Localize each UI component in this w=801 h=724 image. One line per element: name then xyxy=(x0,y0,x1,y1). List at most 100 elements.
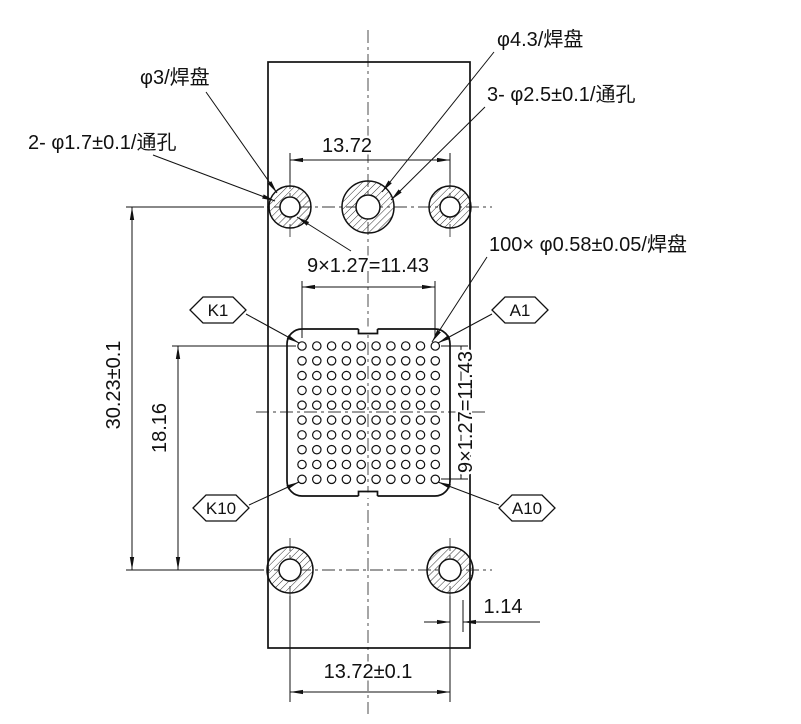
callout-a1: A1 xyxy=(437,296,549,344)
pin-pad xyxy=(326,400,337,410)
pin-pad xyxy=(371,415,381,425)
pin-pad xyxy=(326,415,337,425)
callout-k10-text: K10 xyxy=(206,499,236,518)
pin-pad xyxy=(341,474,352,485)
pin-pad xyxy=(341,370,352,381)
pin-pad xyxy=(371,444,381,455)
pin-pad xyxy=(430,385,441,396)
pin-pad xyxy=(400,355,411,366)
pin-pad xyxy=(341,385,352,396)
pin-pad xyxy=(430,444,441,455)
pin-pad xyxy=(311,444,322,455)
pin-grid xyxy=(297,341,441,485)
body-outline xyxy=(267,61,471,649)
hole-bottom-right xyxy=(426,546,474,594)
pin-pad xyxy=(386,355,396,366)
dim-inner-height: 18.16 xyxy=(147,345,296,570)
pin-pad xyxy=(311,415,322,425)
label-pad-phi43: φ4.3/焊盘 xyxy=(381,26,586,193)
pin-pad xyxy=(371,370,381,381)
dimensions: 13.72 9×1.27=11.43 30.23±0.1 18.16 9×1.2… xyxy=(101,133,540,702)
dim-overall-height: 30.23±0.1 xyxy=(101,206,264,571)
pin-pad xyxy=(356,459,366,470)
pin-pad xyxy=(415,474,426,485)
label-pad-phi3-text: φ3/焊盘 xyxy=(140,66,210,89)
pin-pad xyxy=(311,400,322,410)
pin-pad xyxy=(371,474,381,485)
pin-pad xyxy=(356,400,366,410)
pin-pad xyxy=(386,415,396,425)
pin-pad xyxy=(415,355,426,366)
pin-pad xyxy=(400,474,411,485)
pin-pad xyxy=(430,474,441,485)
label-hole-phi17-text: 2- φ1.7±0.1/通孔 xyxy=(28,131,176,154)
pin-pad xyxy=(341,415,352,425)
pin-pad xyxy=(371,385,381,396)
pin-field-outline xyxy=(286,326,451,498)
pin-pad xyxy=(400,400,411,410)
pin-pad xyxy=(356,355,366,366)
dim-grid-horizontal-text: 9×1.27=11.43 xyxy=(307,255,429,277)
pin-pad xyxy=(400,444,411,455)
dim-bottom-width: 13.72±0.1 xyxy=(289,596,451,702)
pin-pad xyxy=(297,370,307,381)
dim-grid-vertical: 9×1.27=11.43 xyxy=(441,345,480,480)
pin-pad xyxy=(356,341,366,351)
pin-pad xyxy=(341,444,352,455)
pin-pad xyxy=(326,459,337,470)
pin-pad xyxy=(386,400,396,410)
callout-k10: K10 xyxy=(192,481,300,522)
pin-pad xyxy=(430,415,441,425)
pin-pad xyxy=(297,385,307,396)
pin-pad xyxy=(415,430,426,440)
pin-pad xyxy=(326,474,337,485)
hole-top-right xyxy=(428,185,472,229)
pin-pad xyxy=(386,459,396,470)
pin-pad xyxy=(415,459,426,470)
label-pad-phi058: 100× φ0.58±0.05/焊盘 xyxy=(431,231,689,343)
pin-pad xyxy=(386,430,396,440)
pin-pad xyxy=(356,474,366,485)
pin-pad xyxy=(430,430,441,440)
pin-pad xyxy=(356,370,366,381)
pin-pad xyxy=(415,370,426,381)
dim-grid-horizontal: 9×1.27=11.43 xyxy=(301,253,436,338)
dim-top-width-text: 13.72 xyxy=(322,135,372,157)
dim-grid-vertical-text: 9×1.27=11.43 xyxy=(455,351,477,473)
pin-pad xyxy=(386,474,396,485)
pin-pad xyxy=(400,415,411,425)
pin-pad xyxy=(297,459,307,470)
pin-pad xyxy=(371,355,381,366)
label-pad-phi43-text: φ4.3/焊盘 xyxy=(497,28,583,51)
pin-pad xyxy=(297,474,307,485)
callout-k1-text: K1 xyxy=(208,301,229,320)
pin-pad xyxy=(356,385,366,396)
pin-pad xyxy=(415,444,426,455)
pin-pad xyxy=(415,341,426,351)
pin-pad xyxy=(326,385,337,396)
pin-pad xyxy=(326,341,337,351)
pin-pad xyxy=(415,415,426,425)
pin-pad xyxy=(415,400,426,410)
pin-pad xyxy=(400,385,411,396)
label-hole-phi17: 2- φ1.7±0.1/通孔 xyxy=(26,129,352,252)
pin-pad xyxy=(341,341,352,351)
callout-a10-text: A10 xyxy=(512,499,542,518)
label-hole-phi25-text: 3- φ2.5±0.1/通孔 xyxy=(487,83,635,106)
pin-pad xyxy=(297,415,307,425)
pin-pad xyxy=(311,385,322,396)
pin-pad xyxy=(326,444,337,455)
pin-pad xyxy=(326,355,337,366)
callout-a1-text: A1 xyxy=(510,301,531,320)
pin-pad xyxy=(400,459,411,470)
mounting-holes xyxy=(266,180,474,594)
pin-pad xyxy=(430,400,441,410)
leaders: φ3/焊盘 φ4.3/焊盘 3- φ2.5±0.1/通孔 2- φ1.7±0.1… xyxy=(26,26,689,343)
pin-pad xyxy=(297,355,307,366)
pin-pad xyxy=(371,459,381,470)
pin-pad xyxy=(400,430,411,440)
pin-pad xyxy=(341,355,352,366)
pin-pad xyxy=(311,474,322,485)
pin-pad xyxy=(341,459,352,470)
pin-pad xyxy=(297,430,307,440)
